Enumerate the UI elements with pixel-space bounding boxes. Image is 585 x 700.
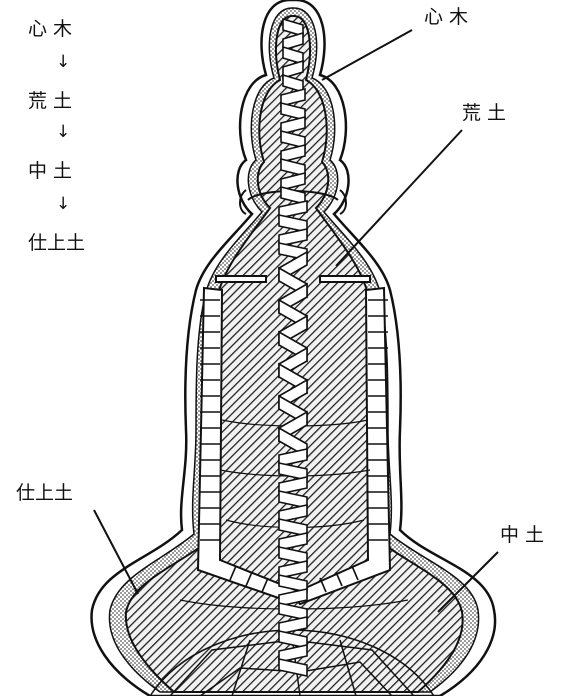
leader-core-wood: [322, 30, 412, 80]
callout-finish-clay: 仕上土: [16, 484, 73, 503]
sequence-step-finish-clay: 仕上土: [28, 234, 85, 253]
sequence-arrow-3: ↓: [56, 196, 70, 213]
sequence-step-core-wood: 心 木: [28, 20, 72, 39]
callout-middle-clay: 中 土: [500, 526, 544, 545]
sequence-step-rough-clay: 荒 土: [28, 92, 72, 111]
sequence-arrow-1: ↓: [56, 54, 70, 71]
sequence-step-middle-clay: 中 土: [28, 162, 72, 181]
leader-rough-clay: [336, 130, 462, 266]
callout-core-wood: 心 木: [424, 8, 468, 27]
callout-rough-clay: 荒 土: [462, 104, 506, 123]
sequence-arrow-2: ↓: [56, 124, 70, 141]
